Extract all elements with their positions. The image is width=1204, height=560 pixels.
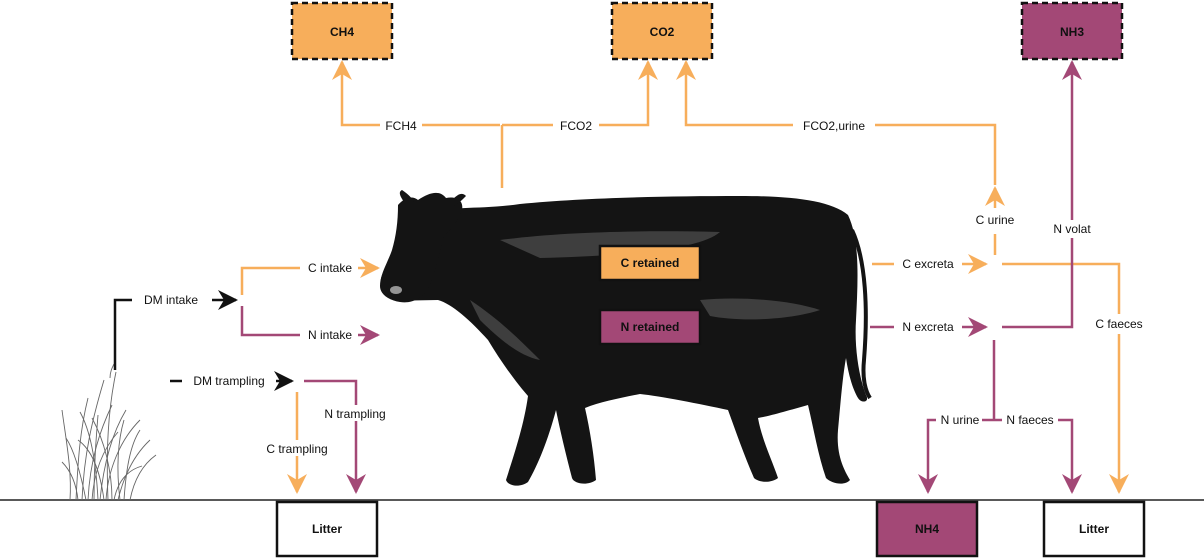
n-faeces-label: N faeces — [1006, 413, 1053, 427]
dm-intake-label: DM intake — [144, 293, 198, 307]
c-intake-label: C intake — [308, 261, 352, 275]
co2-label: CO2 — [650, 25, 675, 39]
c-urine-label: C urine — [976, 213, 1015, 227]
c-retained-box: C retained — [600, 246, 700, 280]
litter-right-box: Litter — [1044, 502, 1144, 556]
nh4-label: NH4 — [915, 522, 939, 536]
n-retained-label: N retained — [621, 320, 680, 334]
co2-box: CO2 — [612, 3, 712, 59]
dm-trampling-label: DM trampling — [193, 374, 264, 388]
grass-tuft — [62, 364, 156, 500]
n-trampling-label: N trampling — [324, 407, 385, 421]
n-volat-flow — [1002, 62, 1072, 327]
nh3-box: NH3 — [1022, 3, 1122, 59]
ch4-label: CH4 — [330, 25, 354, 39]
fch4-label: FCH4 — [385, 119, 417, 133]
n-retained-box: N retained — [600, 310, 700, 344]
fch4-flow — [342, 62, 500, 125]
ch4-box: CH4 — [292, 3, 392, 59]
n-intake-label: N intake — [308, 328, 352, 342]
c-faeces-label: C faeces — [1095, 317, 1142, 331]
litter-left-label: Litter — [312, 522, 342, 536]
n-volat-label: N volat — [1053, 222, 1091, 236]
fco2-label: FCO2 — [560, 119, 592, 133]
nh3-label: NH3 — [1060, 25, 1084, 39]
n-urine-label: N urine — [941, 413, 980, 427]
litter-left-box: Litter — [277, 502, 377, 556]
n-faeces-flow — [994, 420, 1072, 492]
c-faeces-flow — [1002, 264, 1119, 492]
nh4-box: NH4 — [877, 502, 977, 556]
c-excreta-label: C excreta — [902, 257, 954, 271]
c-trampling-label: C trampling — [266, 442, 327, 456]
fco2-urine-label: FCO2,urine — [803, 119, 865, 133]
n-trampling-flow — [304, 381, 356, 492]
n-excreta-label: N excreta — [902, 320, 954, 334]
dm-intake-flow — [115, 300, 236, 370]
litter-right-label: Litter — [1079, 522, 1109, 536]
c-retained-label: C retained — [621, 256, 680, 270]
